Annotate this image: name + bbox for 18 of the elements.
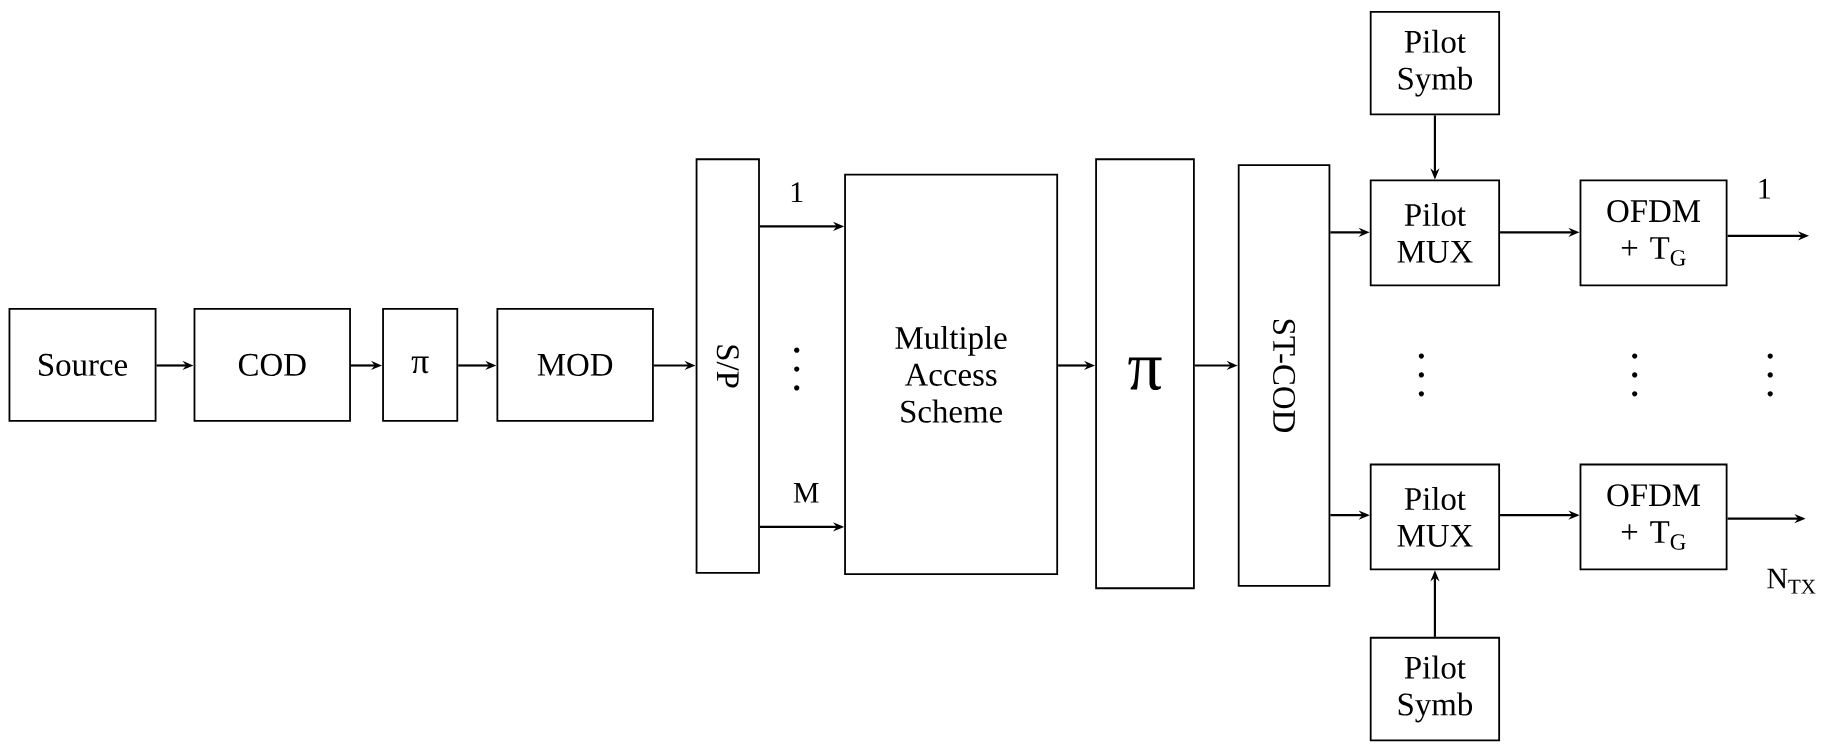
process-box: ST-COD xyxy=(1237,164,1331,587)
process-box: Multiple Access Scheme xyxy=(844,173,1059,575)
process-box: Source xyxy=(8,308,157,422)
edge-label: N$_{TX}$ xyxy=(1767,568,1816,594)
process-box: Pilot MUX xyxy=(1369,179,1501,287)
process-box: COD xyxy=(193,308,351,422)
process-box: Pilot MUX xyxy=(1369,463,1501,571)
edge-label: M xyxy=(793,483,819,503)
process-box: π xyxy=(1095,158,1195,590)
edge-label: 1 xyxy=(1759,178,1770,199)
process-box: π xyxy=(382,308,459,422)
process-box: OFDM + T$_{G}$ xyxy=(1579,179,1728,287)
process-box: Pilot Symb xyxy=(1369,11,1501,116)
process-box: S/P xyxy=(695,158,760,574)
process-box: Pilot Symb xyxy=(1369,636,1501,742)
process-box: MOD xyxy=(496,308,654,422)
edge-label: 1 xyxy=(791,182,803,203)
process-box: OFDM + T$_{G}$ xyxy=(1579,463,1728,571)
